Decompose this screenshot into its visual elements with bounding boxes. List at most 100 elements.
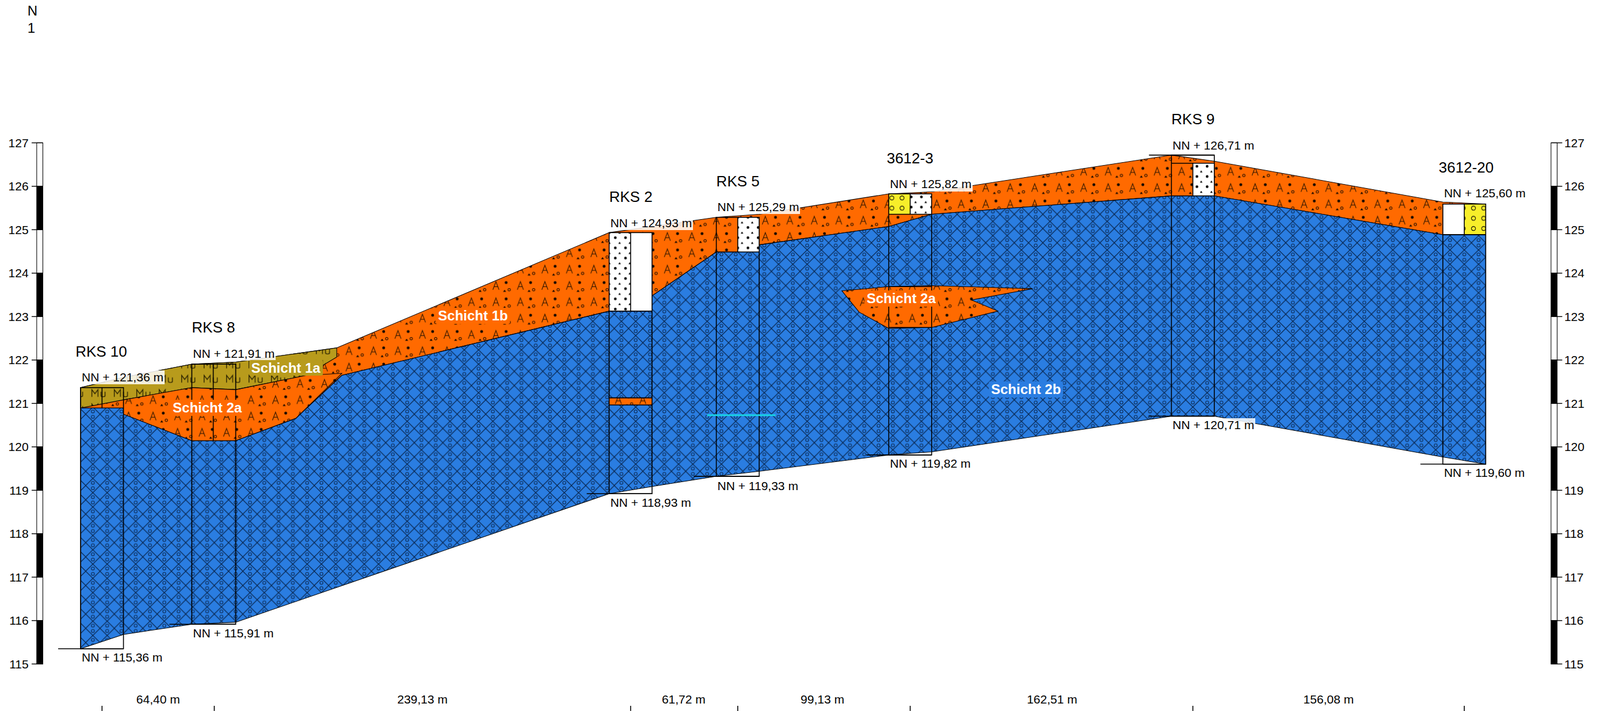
scale-tick (31, 229, 44, 231)
scale-bar (1551, 229, 1558, 273)
distance-label: 99,13 m (800, 692, 845, 707)
scale-number: 115 (1564, 657, 1584, 672)
scale-tick (31, 272, 44, 274)
scale-number: 120 (1564, 440, 1585, 455)
elevation-label: NN + 125,82 m (888, 177, 973, 192)
scale-tick (1551, 446, 1563, 448)
scale-number: 125 (1564, 223, 1585, 238)
scale-bar (36, 621, 44, 665)
scale-number: 127 (1564, 136, 1585, 151)
scale-bar (36, 360, 44, 404)
scale-number: 119 (1564, 484, 1584, 498)
elevation-label: NN + 121,36 m (80, 370, 165, 385)
layer-label: Schicht 2a (864, 290, 939, 307)
scale-tick (1551, 272, 1563, 274)
scale-number: 125 (2, 223, 29, 238)
elevation-label: NN + 121,91 m (191, 347, 276, 361)
borehole-name: RKS 2 (608, 188, 653, 207)
scale-number: 126 (2, 179, 29, 194)
scale-tick (1551, 577, 1563, 578)
layer-label: Schicht 2a (170, 400, 245, 417)
scale-bar (1551, 186, 1558, 230)
scale-bar (36, 273, 44, 317)
scale-bar (36, 447, 44, 491)
scale-number: 118 (2, 527, 29, 542)
elevation-label: NN + 124,93 m (608, 216, 693, 231)
scale-number: 116 (1564, 614, 1584, 628)
elevation-label: NN + 118,93 m (608, 496, 692, 510)
scale-tick (31, 142, 44, 144)
elevation-label: NN + 115,91 m (191, 626, 275, 641)
scale-number: 126 (1564, 179, 1585, 194)
scale-number: 124 (2, 266, 29, 281)
elevation-label: NN + 119,60 m (1442, 466, 1526, 480)
borehole-name: RKS 5 (716, 173, 760, 191)
scale-tick (31, 359, 44, 361)
scale-bar (1551, 360, 1558, 404)
borehole-name: 3612-3 (886, 150, 934, 168)
scale-tick (1551, 229, 1563, 231)
scale-number: 121 (2, 397, 29, 411)
scale-bar (36, 186, 44, 230)
distance-label: 156,08 m (1303, 692, 1355, 707)
elevation-label: NN + 125,60 m (1442, 186, 1527, 201)
scale-bar (1551, 316, 1558, 360)
elevation-label: NN + 115,36 m (80, 650, 164, 665)
scale-tick (1551, 403, 1563, 405)
layer-label: Schicht 2b (988, 381, 1064, 398)
borehole-name: RKS 9 (1171, 111, 1215, 129)
sheet-number: 1 (27, 20, 36, 37)
layer-label: Schicht 1b (435, 307, 510, 325)
borehole-name: RKS 10 (75, 343, 128, 361)
scale-tick (1551, 620, 1563, 622)
scale-number: 120 (2, 440, 29, 455)
scale-number: 117 (1564, 570, 1584, 585)
scale-tick (1551, 142, 1563, 144)
scale-bar (1551, 577, 1558, 621)
scale-tick (1551, 533, 1563, 535)
elevation-label: NN + 125,29 m (716, 200, 801, 215)
scale-bar (36, 316, 44, 360)
scale-number: 123 (2, 310, 29, 325)
scale-bar (1551, 490, 1558, 534)
elevation-label: NN + 119,33 m (716, 479, 800, 494)
scale-tick (1551, 359, 1563, 361)
distance-label: 61,72 m (661, 692, 706, 707)
elevation-label: NN + 126,71 m (1171, 138, 1256, 153)
scale-tick (31, 446, 44, 448)
scale-number: 121 (1564, 397, 1585, 411)
scale-tick (31, 577, 44, 578)
scale-tick (31, 185, 44, 187)
scale-tick (31, 620, 44, 622)
scale-bar (36, 403, 44, 447)
elevation-label: NN + 120,71 m (1171, 418, 1256, 433)
scale-number: 116 (2, 614, 29, 628)
scale-tick (1551, 664, 1563, 665)
scale-tick (1551, 185, 1563, 187)
scale-number: 127 (2, 136, 29, 151)
scale-bar (36, 490, 44, 534)
scale-bar (1551, 447, 1558, 491)
scale-bar (36, 229, 44, 273)
scale-bar (1551, 621, 1558, 665)
scale-number: 119 (2, 484, 29, 498)
north-label: N (27, 2, 38, 19)
layer-label: Schicht 1a (249, 360, 323, 377)
scale-tick (1551, 490, 1563, 491)
scale-number: 124 (1564, 266, 1585, 281)
scale-bar (36, 142, 44, 186)
scale-number: 117 (2, 570, 29, 585)
scale-bar (1551, 273, 1558, 317)
scale-number: 122 (1564, 353, 1585, 368)
distance-label: 64,40 m (136, 692, 181, 707)
distance-label: 162,51 m (1026, 692, 1078, 707)
scale-bar (1551, 142, 1558, 186)
scale-bar (1551, 534, 1558, 578)
scale-tick (31, 490, 44, 491)
scale-tick (31, 533, 44, 535)
scale-bar (36, 577, 44, 621)
elevation-label: NN + 119,82 m (888, 456, 972, 471)
scale-number: 115 (2, 657, 29, 672)
scale-bar (36, 534, 44, 578)
scale-tick (31, 403, 44, 405)
